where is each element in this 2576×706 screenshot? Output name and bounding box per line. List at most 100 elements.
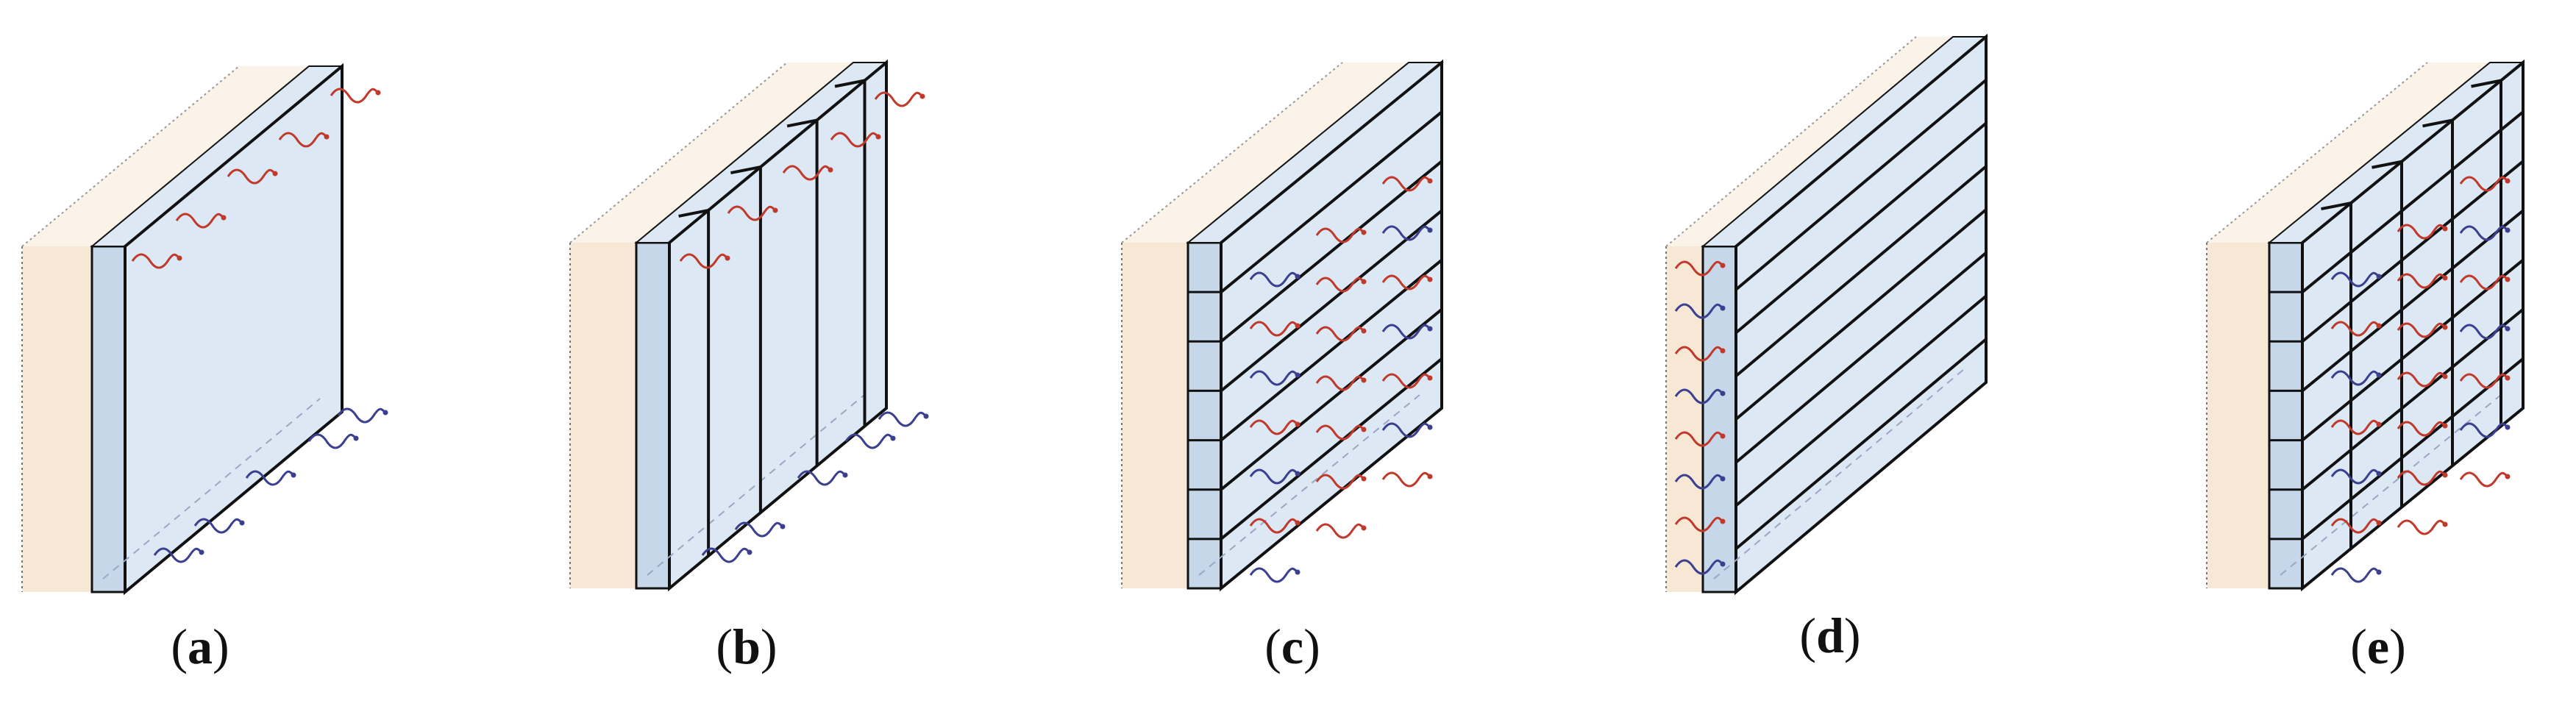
horizontal-divider-3-2 bbox=[1734, 121, 1988, 335]
divider-cap-1-1 bbox=[730, 165, 761, 175]
air-arrow-c-0-head bbox=[1427, 178, 1433, 184]
wall-top-edge-4 bbox=[2206, 62, 2428, 243]
warm-air-arrow-4 bbox=[330, 88, 380, 104]
warm-air-arrow-2 bbox=[782, 165, 832, 181]
cool-air-arrow-4-head bbox=[383, 410, 388, 416]
air-arrow-c-2-head bbox=[1427, 277, 1433, 282]
cool-air-arrow-1 bbox=[193, 518, 243, 534]
horizontal-divider-3-6 bbox=[1734, 294, 1988, 507]
air-arrow-a-2-head bbox=[1295, 372, 1301, 378]
air-arrow-b-4 bbox=[2397, 421, 2447, 437]
air-arrow-c-2 bbox=[1381, 274, 1431, 290]
cool-air-arrow-3-head bbox=[353, 435, 359, 441]
air-arrow-b-1 bbox=[2397, 273, 2447, 289]
air-arrow-b-2 bbox=[2397, 322, 2447, 338]
horizontal-divider-3-4 bbox=[1734, 208, 1988, 421]
horizontal-divider-2-6 bbox=[1220, 357, 1443, 541]
facade-edge-2 bbox=[1186, 241, 1223, 590]
air-arrow-b-5 bbox=[2397, 470, 2447, 486]
air-arrow-c-6 bbox=[1381, 471, 1431, 488]
panel-caption-e: (e) bbox=[2350, 618, 2406, 674]
divider-cap-1-3 bbox=[834, 79, 865, 88]
air-arrow-edge-0 bbox=[1674, 260, 1724, 277]
warm-air-arrow-3 bbox=[830, 132, 880, 148]
divider-cap-4-1 bbox=[2372, 160, 2402, 169]
air-arrow-edge-2 bbox=[1674, 346, 1724, 362]
air-arrow-b-2 bbox=[1315, 326, 1365, 342]
cavity-guide-1 bbox=[647, 394, 865, 576]
air-arrow-a-5-head bbox=[2376, 520, 2382, 526]
warm-air-arrow-4-head bbox=[375, 90, 381, 96]
air-arrow-a-6 bbox=[1249, 567, 1299, 583]
cool-air-arrow-4-head bbox=[923, 413, 929, 419]
wall-top-edge-0 bbox=[21, 65, 240, 247]
cool-air-arrow-1-head bbox=[239, 520, 245, 526]
air-arrow-b-6 bbox=[1315, 523, 1365, 539]
horizontal-divider-2-2 bbox=[1220, 160, 1443, 343]
warm-air-arrow-3-head bbox=[875, 134, 881, 140]
warm-air-arrow-2-head bbox=[272, 171, 278, 176]
panel-e bbox=[2206, 59, 2525, 592]
air-arrow-c-0-head bbox=[2505, 178, 2511, 184]
cool-air-arrow-3 bbox=[307, 433, 357, 449]
air-arrow-a-6-head bbox=[1295, 569, 1301, 575]
air-arrow-b-3 bbox=[1315, 375, 1365, 391]
facade-face-1 bbox=[668, 59, 888, 592]
air-arrow-b-3 bbox=[2397, 371, 2447, 388]
warm-air-arrow-0 bbox=[131, 253, 181, 269]
facade-edge-4 bbox=[2268, 241, 2304, 590]
air-arrow-c-2-head bbox=[2505, 277, 2511, 282]
air-arrow-b-2-head bbox=[2442, 324, 2448, 330]
wall-top-1 bbox=[570, 63, 853, 243]
air-arrow-c-4-head bbox=[1427, 375, 1433, 381]
panel-d bbox=[1665, 33, 1988, 596]
cavity-guide-0 bbox=[102, 398, 321, 580]
air-arrow-edge-4-head bbox=[1720, 433, 1726, 439]
air-arrow-b-5-head bbox=[2442, 472, 2448, 478]
air-arrow-b-1-head bbox=[2442, 275, 2448, 281]
air-arrow-b-3-head bbox=[1361, 377, 1367, 383]
warm-air-arrow-0-head bbox=[725, 255, 730, 261]
air-arrow-b-3-head bbox=[2442, 374, 2448, 379]
cool-air-arrow-3 bbox=[844, 433, 894, 449]
air-arrow-edge-5-head bbox=[1720, 476, 1726, 482]
air-arrow-c-1 bbox=[1381, 225, 1431, 241]
cool-air-arrow-3-head bbox=[890, 435, 896, 441]
divider-cap-4-0 bbox=[2321, 202, 2352, 211]
air-arrow-b-2-head bbox=[1361, 328, 1367, 334]
horizontal-divider-3-5 bbox=[1734, 252, 1988, 464]
divider-cap-4-3 bbox=[2471, 79, 2502, 88]
air-arrow-a-1 bbox=[2330, 321, 2380, 337]
air-arrow-a-4 bbox=[2330, 468, 2380, 485]
wall-top-edge-2 bbox=[1121, 62, 1343, 243]
wall-front-1 bbox=[570, 243, 636, 588]
air-arrow-edge-1-head bbox=[1720, 305, 1726, 311]
air-arrow-c-3 bbox=[1381, 324, 1431, 340]
warm-air-arrow-2 bbox=[227, 168, 277, 185]
warm-air-arrow-4 bbox=[874, 91, 924, 107]
air-arrow-c-6 bbox=[2459, 471, 2509, 488]
air-arrow-a-2 bbox=[2330, 370, 2380, 386]
cool-air-arrow-1 bbox=[734, 521, 784, 538]
air-arrow-c-1 bbox=[2459, 225, 2509, 241]
horizontal-divider-4-6 bbox=[2301, 357, 2525, 541]
air-arrow-a-1-head bbox=[2376, 323, 2382, 329]
horizontal-divider-4-5 bbox=[2301, 308, 2525, 491]
air-arrow-a-3-head bbox=[2376, 421, 2382, 427]
air-arrow-b-5-head bbox=[1361, 476, 1367, 482]
air-arrow-edge-6 bbox=[1674, 516, 1724, 532]
air-arrow-a-3-head bbox=[1295, 421, 1301, 427]
air-arrow-edge-4 bbox=[1674, 431, 1724, 447]
air-arrow-a-4-head bbox=[1295, 471, 1301, 477]
air-arrow-edge-2-head bbox=[1720, 348, 1726, 354]
air-arrow-a-3 bbox=[1249, 419, 1299, 435]
air-arrow-c-4 bbox=[1381, 373, 1431, 389]
air-arrow-b-6-head bbox=[1361, 525, 1367, 531]
air-arrow-b-5 bbox=[1315, 474, 1365, 490]
cool-air-arrow-2 bbox=[245, 470, 295, 486]
panel-caption-b: (b) bbox=[716, 618, 778, 674]
air-arrow-c-5 bbox=[1381, 422, 1431, 438]
air-arrow-edge-5 bbox=[1674, 474, 1724, 490]
cool-air-arrow-4 bbox=[337, 407, 387, 424]
